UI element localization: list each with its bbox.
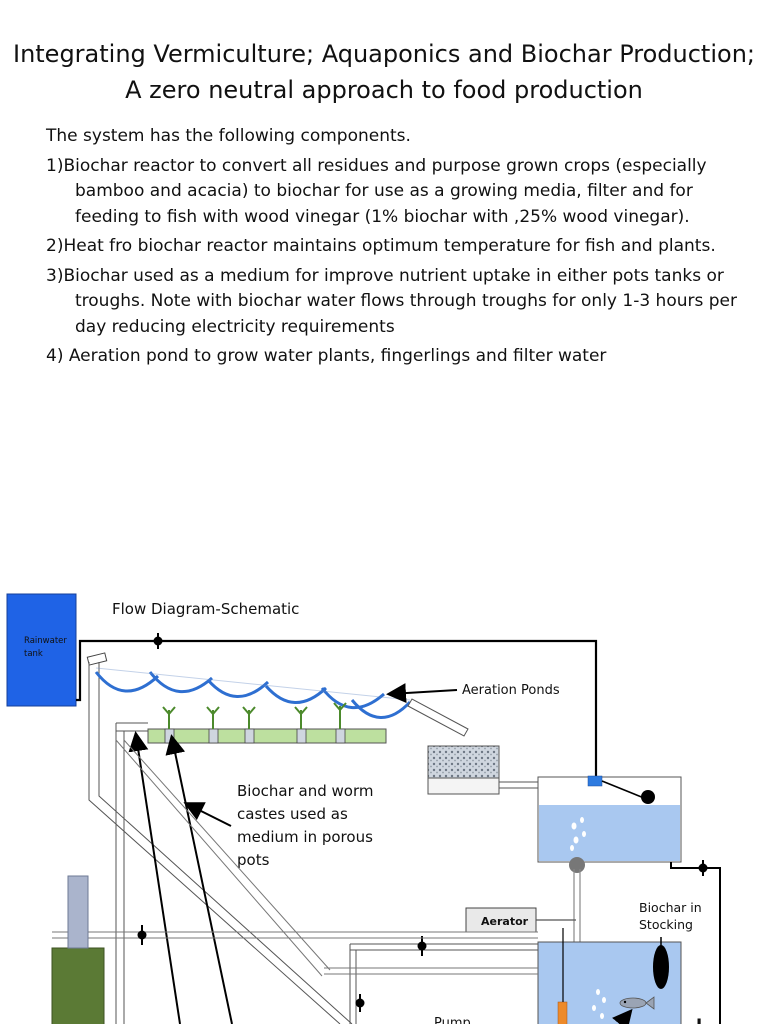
return-pipe xyxy=(88,662,353,1024)
component-item-2: 2)Heat fro biochar reactor maintains opt… xyxy=(46,236,716,256)
valve-icon xyxy=(417,936,427,956)
component-item-4: 4) Aeration pond to grow water plants, f… xyxy=(46,346,607,366)
valve-icon xyxy=(355,994,365,1012)
rainwater-tank-label-2: tank xyxy=(24,649,43,659)
fish-icon xyxy=(619,996,655,1010)
drain-pipe xyxy=(670,862,721,1024)
aeration-ponds xyxy=(94,671,412,719)
pipe-to-lower-tank xyxy=(349,943,538,1024)
valve-icon xyxy=(137,925,147,945)
aeration-ponds-arrow xyxy=(386,683,458,704)
svg-text:l: l xyxy=(696,1016,702,1024)
slide-title: Integrating Vermiculture; Aquaponics and… xyxy=(0,36,768,108)
valve-icon xyxy=(153,633,163,649)
title-line-1: Integrating Vermiculture; Aquaponics and… xyxy=(12,40,755,68)
float-valve-icon xyxy=(641,790,655,804)
valve-icon xyxy=(698,860,708,876)
biochar-stocking-label-1: Biochar in xyxy=(639,900,702,915)
intro-text: The system has the following components. xyxy=(46,126,411,146)
component-list: The system has the following components.… xyxy=(46,124,746,374)
biochar-worm-arrow xyxy=(183,802,232,827)
biochar-worm-label-3: medium in porous xyxy=(237,828,373,846)
component-item-3: 3)Biochar used as a medium for improve n… xyxy=(46,265,737,337)
title-line-2: A zero neutral approach to food producti… xyxy=(125,76,643,104)
biochar-worm-label-4: pots xyxy=(237,851,270,869)
main-horizontal-pipe xyxy=(52,931,538,939)
top-pipe xyxy=(76,639,598,778)
bubbles xyxy=(570,817,586,851)
biochar-worm-label-1: Biochar and worm xyxy=(237,782,373,800)
biochar-worm-label-2: castes used as xyxy=(237,805,348,823)
biochar-stocking-label-2: Stocking xyxy=(639,917,693,932)
biochar-stocking xyxy=(653,945,669,989)
pot-arrow-2 xyxy=(165,734,233,1024)
pot-arrow-1 xyxy=(128,731,181,1024)
grow-trough xyxy=(147,728,387,744)
green-tank xyxy=(51,947,105,1024)
vertical-pipe-column xyxy=(67,875,89,949)
heater xyxy=(557,1001,568,1024)
rainwater-tank xyxy=(6,593,77,707)
pump-label: Pump xyxy=(434,1016,471,1024)
diagram-heading: Flow Diagram-Schematic xyxy=(112,600,299,618)
gravel-filter xyxy=(427,745,500,779)
aerator-label: Aerator xyxy=(481,915,529,928)
rainwater-tank-label-1: Rainwater xyxy=(24,636,67,646)
aeration-ponds-label: Aeration Ponds xyxy=(462,683,560,698)
component-item-1: 1)Biochar reactor to convert all residue… xyxy=(46,155,707,227)
